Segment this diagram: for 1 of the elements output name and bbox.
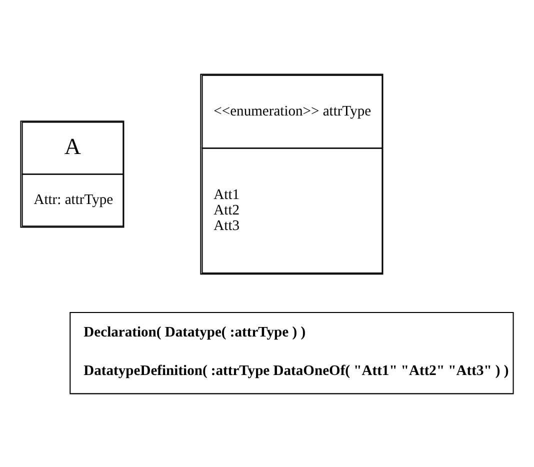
node-box: Declaration( Datatype( :attrType ) ) DatatypeDefinition( :attrType DataOneOf( "Att1" "Att2" "Att3" ) ): [70, 312, 514, 394]
